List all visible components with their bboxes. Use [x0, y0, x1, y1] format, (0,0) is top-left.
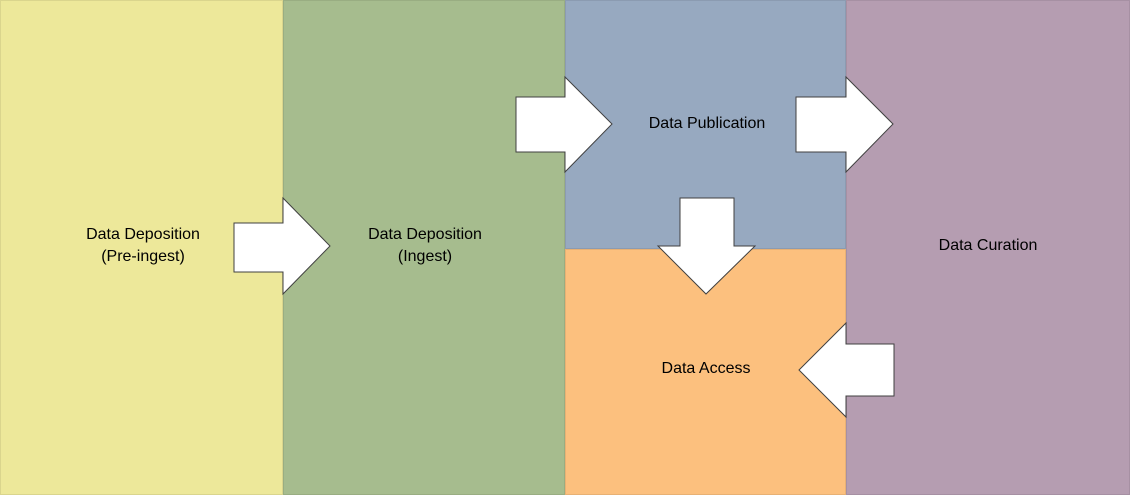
label-pre-ingest-line2: (Pre-ingest) [101, 248, 185, 265]
panel-ingest [283, 0, 565, 495]
label-ingest-line2: (Ingest) [397, 248, 453, 265]
label-publication: Data Publication [648, 115, 766, 132]
label-ingest: Data Deposition (Ingest) [368, 224, 482, 268]
label-pre-ingest: Data Deposition (Pre-ingest) [86, 224, 200, 268]
label-pre-ingest-line1: Data Deposition [86, 226, 200, 243]
arrow-right-pre-ingest-to-ingest [233, 196, 331, 296]
label-access: Data Access [661, 360, 751, 377]
arrow-right-ingest-to-publication [515, 75, 613, 174]
arrow-down-publication-to-access [656, 197, 757, 295]
label-ingest-line1: Data Deposition [368, 226, 482, 243]
panel-curation [846, 0, 1130, 495]
arrow-left-curation-to-access [798, 321, 895, 419]
arrow-right-publication-to-curation [795, 75, 894, 174]
label-curation: Data Curation [938, 237, 1038, 254]
